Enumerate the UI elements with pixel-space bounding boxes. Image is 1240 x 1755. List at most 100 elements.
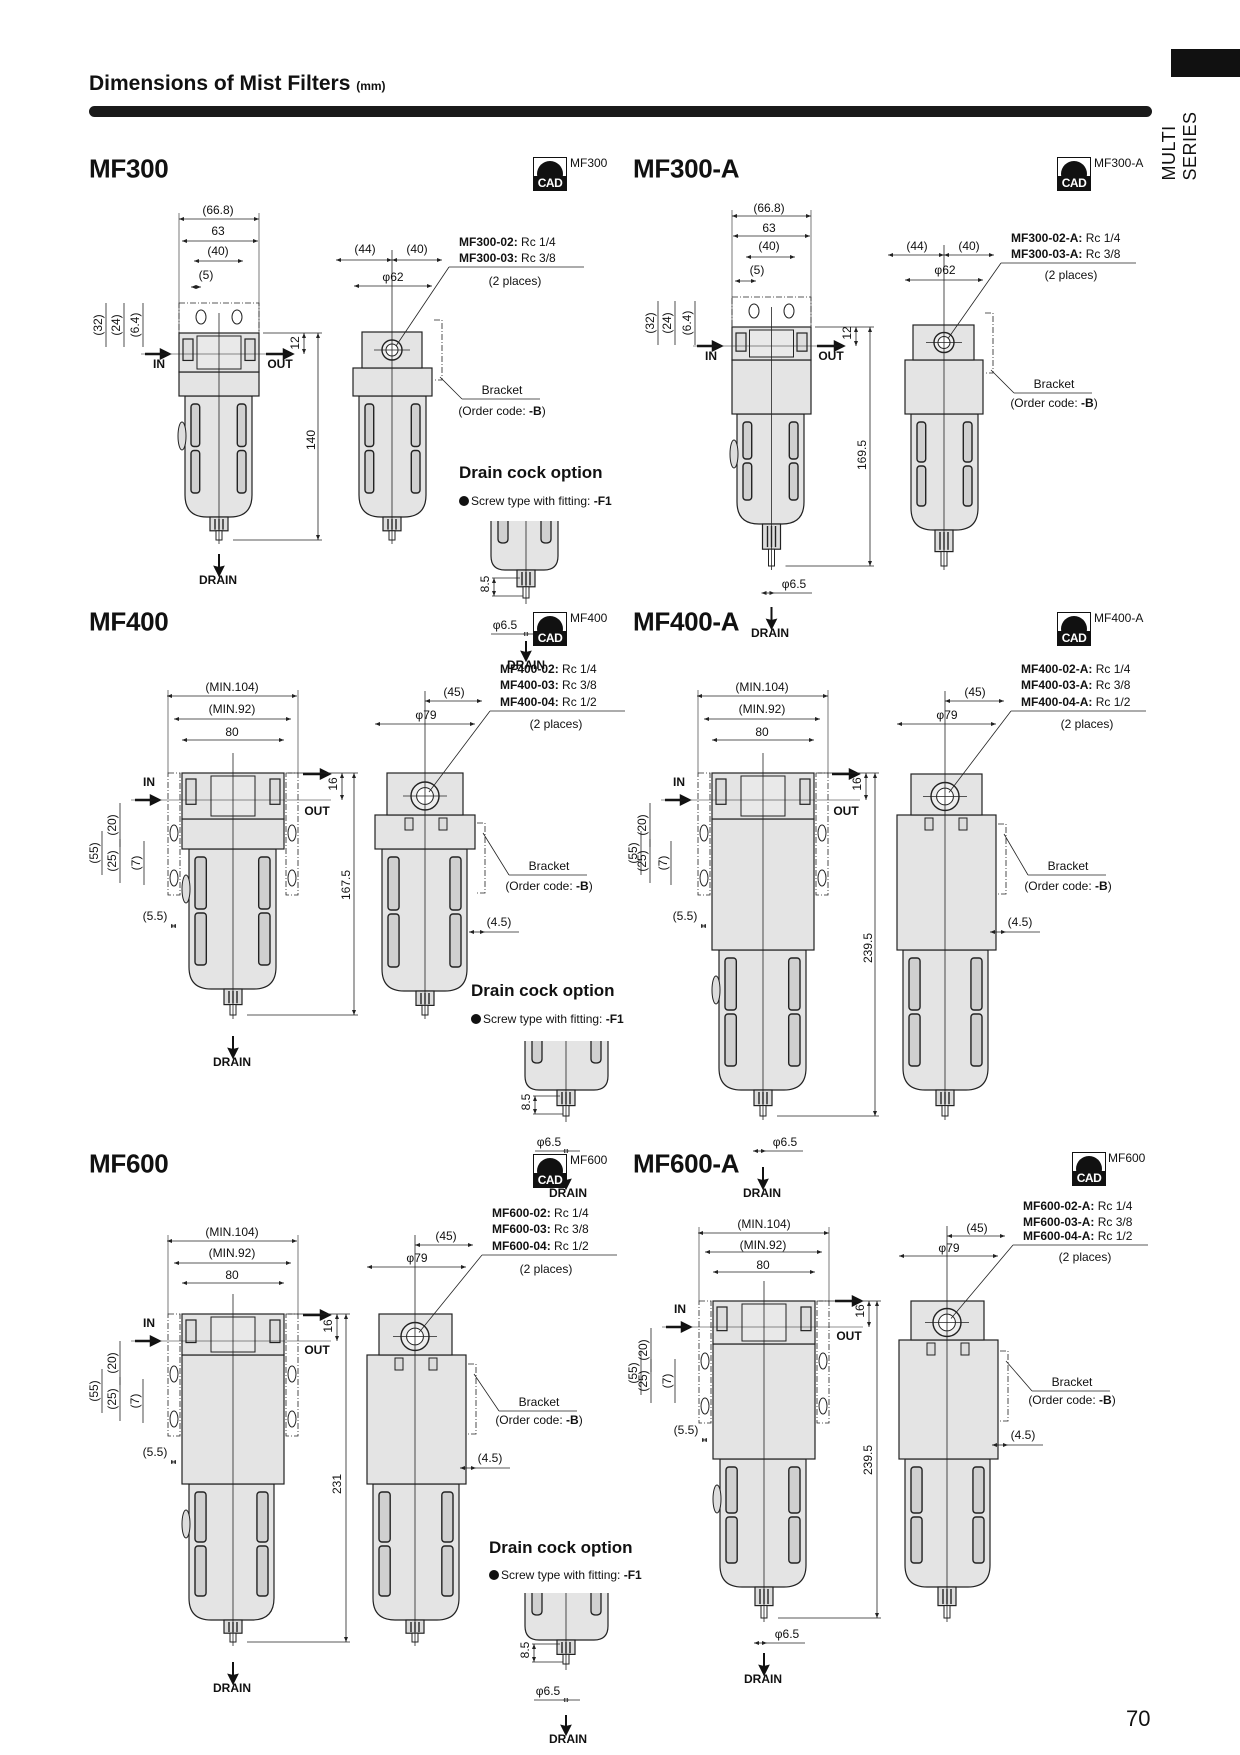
port-height-dim: 16	[321, 1319, 335, 1333]
overall-height-dim: 169.5	[855, 439, 869, 471]
order-code-suffix: )	[588, 879, 593, 893]
page-title: Dimensions of Mist Filters (mm)	[89, 72, 386, 96]
front-bowl	[719, 1458, 807, 1588]
drain-cock-height-dim: 8.5	[518, 1641, 532, 1659]
port-model-code: MF400-03-A:	[1021, 678, 1093, 692]
side-dim-label: (44)	[906, 239, 928, 253]
leader-line	[482, 832, 510, 876]
cad-icon[interactable]: CAD	[533, 157, 567, 191]
port-size-spec: MF300-02-A: Rc 1/4	[1011, 231, 1120, 245]
front-dim-label: (MIN.104)	[737, 1217, 791, 1231]
sight-window-left	[364, 403, 375, 448]
front-vertical-dim-label: (24)	[660, 312, 674, 334]
cad-icon[interactable]: CAD	[1057, 612, 1091, 646]
front-vertical-dim-label: (20)	[636, 1339, 650, 1361]
port-model-code: MF300-02-A:	[1011, 231, 1083, 245]
cad-icon[interactable]: CAD	[1072, 1152, 1106, 1186]
drain-cock-drain-label: DRAIN	[507, 658, 545, 672]
out-label: OUT	[304, 1343, 330, 1357]
overall-height-dim: 140	[304, 429, 318, 451]
side-dim-label: (44)	[354, 242, 376, 256]
cad-icon[interactable]: CAD	[533, 612, 567, 646]
leader-line	[395, 266, 450, 347]
drawing-mf300a	[657, 210, 1136, 631]
front-dim-label: 80	[225, 725, 239, 739]
port-thread-size: Rc 3/8	[1095, 678, 1131, 692]
front-vertical-dim-label: (7)	[656, 855, 670, 871]
port-window	[796, 332, 808, 352]
order-code-code: -B	[576, 879, 589, 893]
sight-window-left	[910, 1516, 923, 1564]
cad-model-label[interactable]: MF300	[570, 156, 608, 170]
bracket-order-code: (Order code: -B)	[1028, 1393, 1115, 1407]
bracket-label: Bracket	[481, 383, 523, 397]
dimension-arrowheads	[532, 1644, 536, 1662]
cad-model-label[interactable]: MF400	[570, 611, 608, 625]
sight-window-right	[787, 957, 801, 1011]
cad-model-label[interactable]: MF600	[1108, 1151, 1146, 1165]
two-places-note: (2 places)	[1060, 717, 1114, 731]
drain-arrow-icon	[758, 1653, 770, 1677]
order-code-code: -B	[566, 1413, 579, 1427]
drain-cock-dia-dim: φ6.5	[492, 618, 518, 632]
port-window	[185, 1319, 197, 1344]
dimension-arrowheads	[754, 1641, 767, 1645]
sight-window	[497, 521, 509, 544]
dimension-arrowheads	[469, 930, 485, 934]
sight-window-left	[742, 421, 753, 460]
port-size-spec: MF300-02: Rc 1/4	[459, 235, 556, 249]
sight-window	[540, 521, 552, 544]
page-title-unit: (mm)	[356, 79, 386, 93]
cad-model-label[interactable]: MF300-A	[1094, 156, 1144, 170]
side-bowl	[358, 395, 427, 518]
leader-line	[948, 710, 1012, 793]
sight-window	[590, 1593, 602, 1616]
cad-icon[interactable]: CAD	[1057, 157, 1091, 191]
port-model-code: MF400-02-A:	[1021, 662, 1093, 676]
bracket-offset-dim: (4.5)	[1007, 915, 1033, 929]
mounting-slot	[287, 1365, 297, 1383]
side-bowl	[381, 848, 468, 992]
mounting-slot	[169, 869, 179, 887]
sight-window-left	[194, 856, 208, 910]
bracket-outline	[697, 772, 711, 896]
sight-window-right	[788, 421, 799, 460]
sight-window-right	[257, 912, 271, 966]
order-code-suffix: )	[1111, 1393, 1116, 1407]
mounting-slot	[699, 869, 709, 887]
screw-type-code: -F1	[605, 1012, 624, 1026]
sight-window-left	[387, 856, 400, 911]
cad-icon[interactable]: CAD	[533, 1154, 567, 1188]
drain-lever	[177, 421, 187, 451]
port-thread-size: Rc 1/4	[554, 1206, 589, 1220]
sight-window-left	[194, 1545, 207, 1597]
panel-title: MF400-A	[633, 606, 740, 637]
front-dim-label: (MIN.92)	[208, 1246, 256, 1260]
dimension-arrowheads	[460, 1466, 476, 1470]
front-dim-label: (40)	[758, 239, 780, 253]
side-bracket-outline	[985, 312, 994, 374]
in-label: IN	[143, 1316, 155, 1330]
side-bowl	[902, 949, 989, 1091]
order-code-prefix: (Order code:	[495, 1413, 567, 1427]
dimension-arrowheads	[702, 1438, 707, 1442]
leader-line	[947, 262, 1002, 339]
drain-cock-dia-dim: φ6.5	[535, 1684, 561, 1698]
front-vertical-dim-label: (25)	[635, 850, 649, 872]
mounting-hole	[748, 303, 760, 319]
sight-window-left	[190, 449, 201, 494]
page-number: 70	[1126, 1706, 1151, 1731]
bullet-icon	[489, 1570, 499, 1580]
dimension-arrowheads	[563, 1149, 569, 1153]
two-places-note: (2 places)	[529, 717, 583, 731]
cad-model-label[interactable]: MF400-A	[1094, 611, 1144, 625]
dimension-arrowheads	[992, 1443, 1008, 1447]
sight-window-left	[725, 1466, 738, 1514]
port-size-spec: MF600-02: Rc 1/4	[492, 1206, 589, 1220]
cad-model-label[interactable]: MF600	[570, 1153, 608, 1167]
series-tab-marker	[1171, 49, 1240, 77]
leader-line	[428, 710, 491, 793]
port-height-dim: 12	[288, 336, 302, 350]
